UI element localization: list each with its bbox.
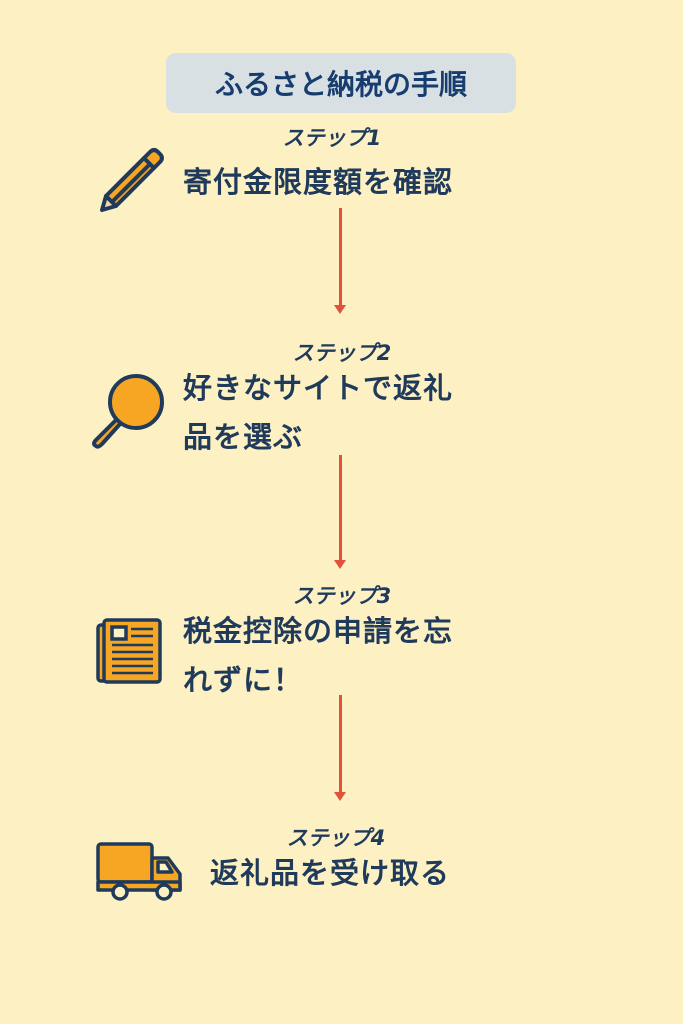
magnifier-icon	[92, 374, 164, 449]
step-2-label: ステップ2	[292, 341, 392, 365]
step-4-label: ステップ4	[286, 826, 386, 850]
step-3-title-line-2: れずに！	[183, 663, 304, 697]
arrow-down	[334, 208, 346, 314]
step-4-title: 返礼品を受け取る	[210, 856, 451, 890]
step-2-title-line-2: 品を選ぶ	[183, 420, 304, 454]
step-3-title-line-1: 税金控除の申請を忘	[183, 614, 454, 648]
page-title: ふるさと納税の手順	[166, 53, 516, 113]
step-1-label: ステップ1	[282, 126, 382, 150]
arrow-down	[334, 695, 346, 801]
pencil-icon	[100, 148, 164, 212]
newspaper-icon	[96, 618, 162, 684]
step-2-title-line-1: 好きなサイトで返礼	[183, 371, 454, 405]
arrow-down	[334, 455, 346, 569]
truck-icon	[96, 842, 182, 901]
step-3-label: ステップ3	[292, 584, 392, 608]
step-1-title: 寄付金限度額を確認	[183, 165, 454, 199]
